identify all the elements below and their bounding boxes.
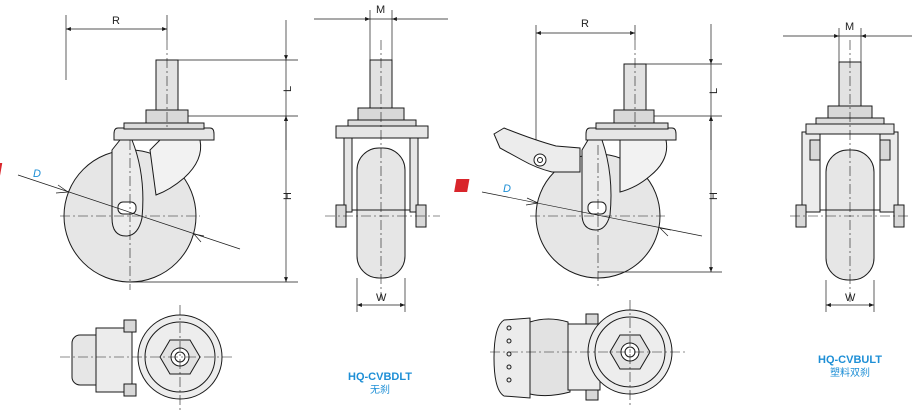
center-lines-6 (490, 300, 685, 408)
badge-2-2: 2 (454, 179, 495, 193)
caster-front-view-1 (335, 59, 429, 279)
caption-product-2: HQ-CVBULT 塑料双刹 (800, 354, 900, 380)
svg-text:2: 2 (19, 165, 25, 177)
model-code-2: HQ-CVBULT (818, 354, 882, 366)
brake-lever (493, 127, 581, 173)
dim-H-2: H (708, 192, 720, 200)
brake-pivot (533, 153, 547, 167)
dim-R-2: R (581, 18, 589, 30)
center-lines-1 (60, 40, 200, 290)
dimension-lines-1 (17, 15, 298, 283)
svg-text:2: 2 (489, 181, 495, 193)
model-code-1: HQ-CVBDLT (348, 371, 412, 383)
dim-M-1: M (376, 4, 385, 16)
top-plate (113, 127, 215, 141)
caster-side-view-2 (493, 63, 677, 279)
dim-L-1: L (282, 86, 294, 92)
dim-L-2: L (708, 88, 720, 94)
badge-2-1: 2 (0, 163, 25, 177)
dim-D-2: D (503, 183, 511, 195)
center-lines-3 (60, 305, 235, 410)
dim-W-2: W (845, 292, 856, 304)
dim-R-1: R (112, 15, 120, 27)
dim-W-1: W (376, 292, 387, 304)
center-lines-4 (530, 40, 665, 288)
center-lines-5 (790, 40, 910, 302)
model-desc-2: 塑料双刹 (830, 368, 870, 379)
dim-D-1: D (33, 168, 41, 180)
caster-side-view-1 (63, 59, 215, 283)
brake-pedal-bottom (493, 317, 531, 399)
axle-slot-2 (587, 201, 607, 215)
dim-H-1: H (282, 192, 294, 200)
dimension-lines-2 (314, 10, 448, 312)
model-desc-1: 无刹 (370, 385, 390, 396)
caster-bottom-view-2 (493, 309, 673, 401)
dimension-lines-5 (783, 28, 912, 312)
center-lines-2 (325, 40, 440, 300)
caption-product-1: HQ-CVBDLT 无刹 (330, 371, 430, 397)
dimension-lines-4 (481, 24, 722, 273)
dim-M-2: M (845, 21, 854, 33)
axle-slot (117, 201, 137, 215)
caster-bottom-view-1 (71, 314, 223, 400)
